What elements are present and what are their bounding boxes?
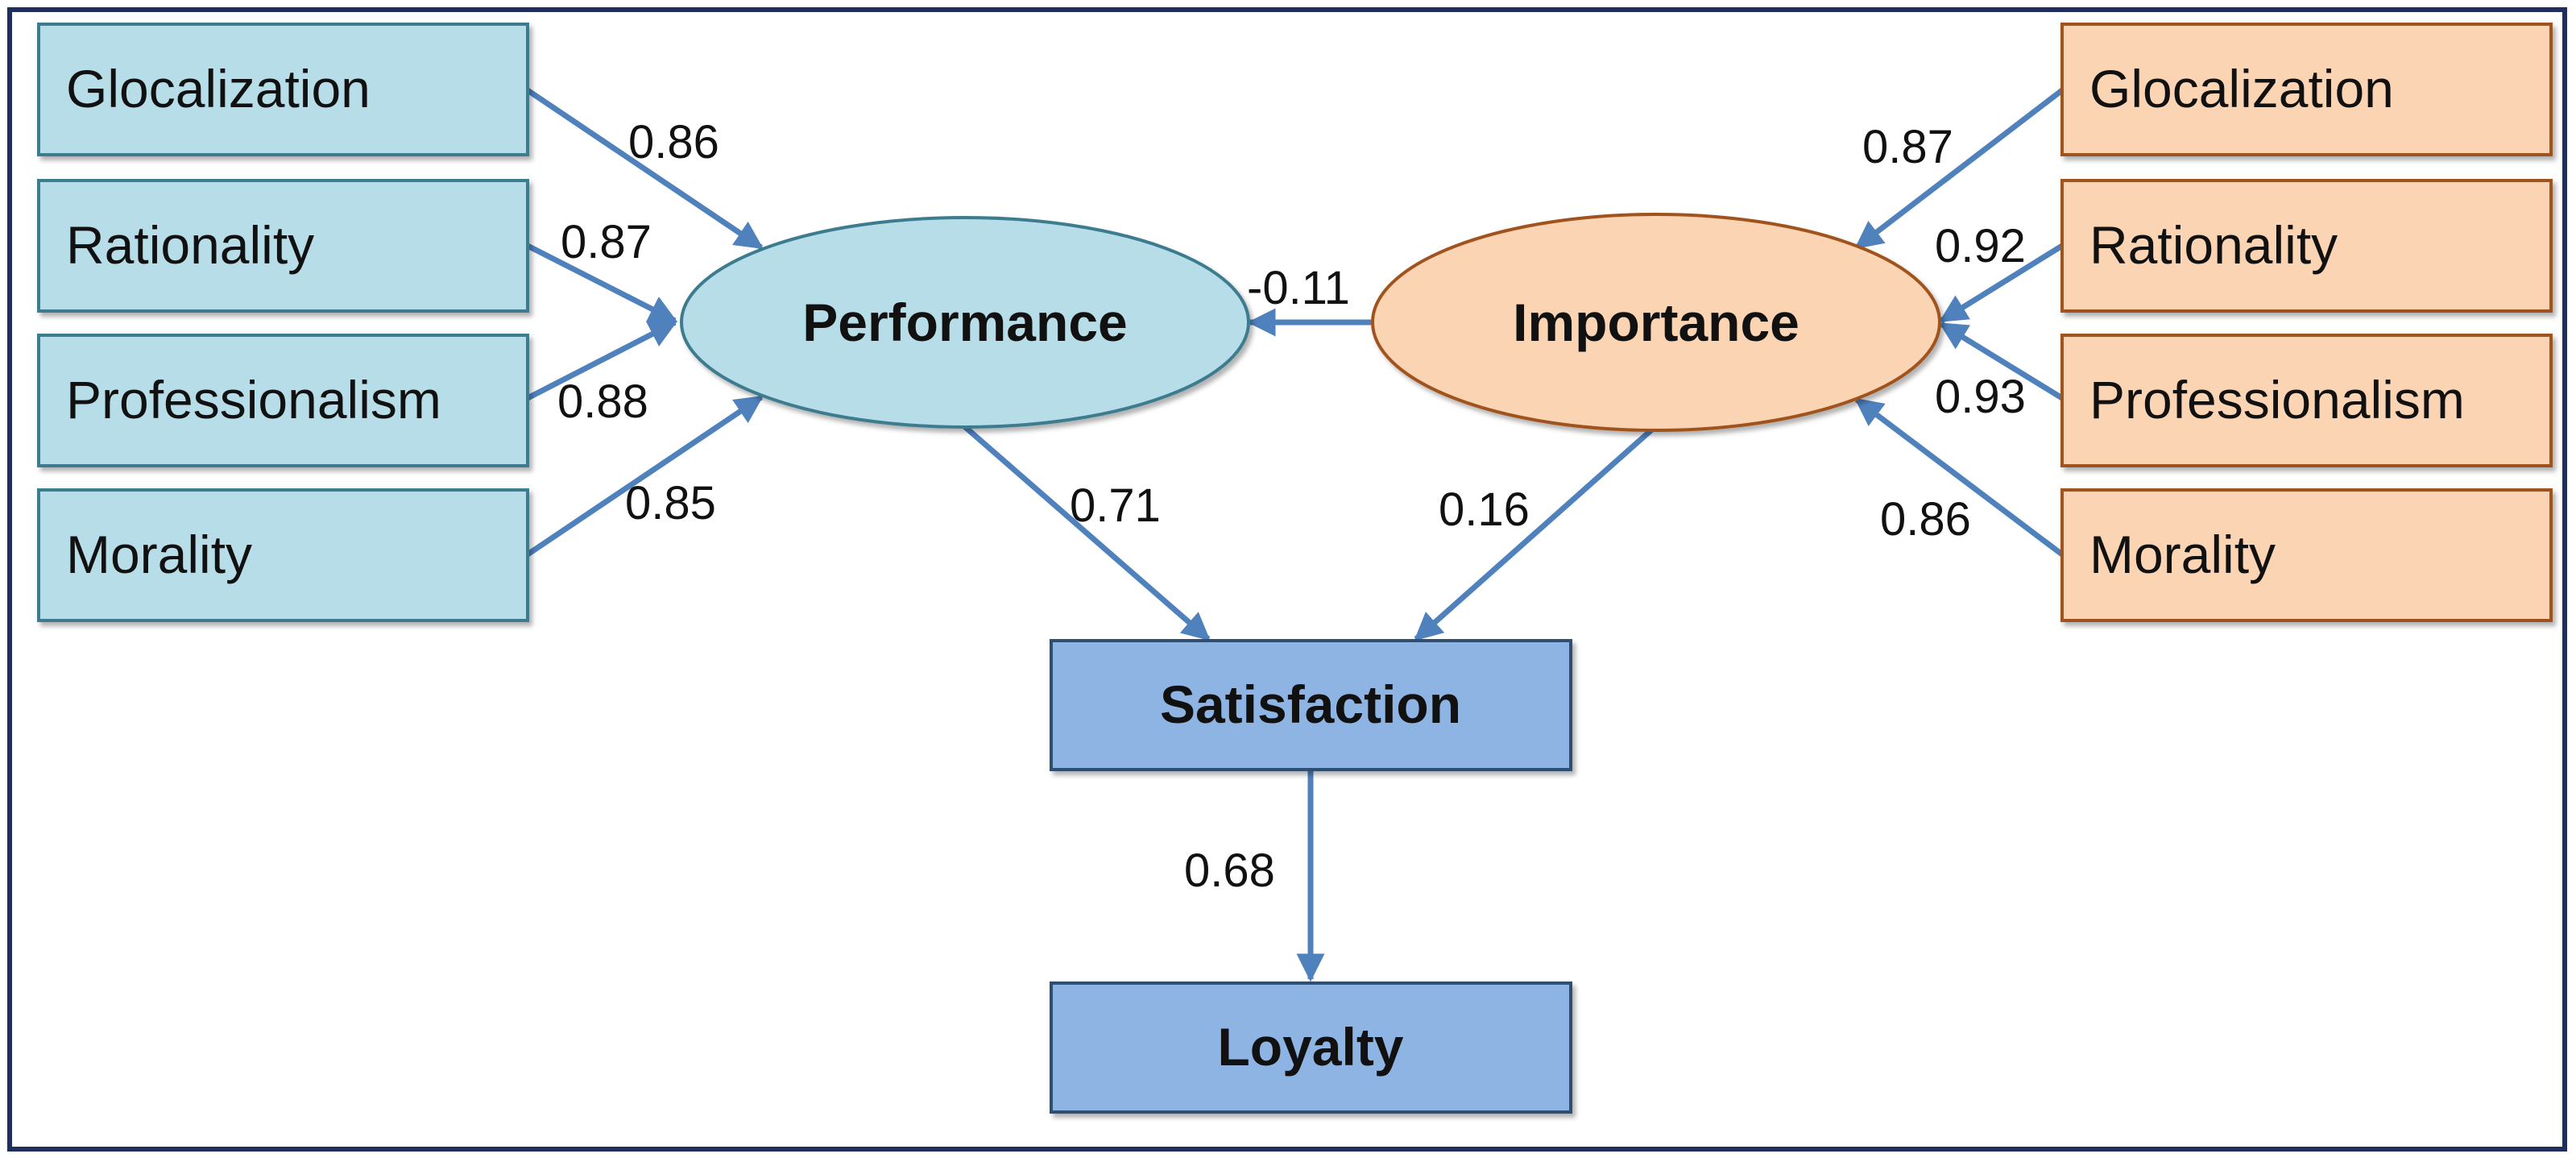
path-arrows <box>526 88 2065 982</box>
arrow-imp-morality <box>1854 397 2065 557</box>
path-importance-satisfaction: 0.16 <box>1439 483 1530 536</box>
loading-imp-rationality: 0.92 <box>1935 220 2026 272</box>
loading-perf-morality: 0.85 <box>625 477 716 529</box>
imp-morality-label: Morality <box>2089 525 2276 584</box>
arrow-imp-rationality <box>1939 243 2064 323</box>
imp-morality-box <box>2060 488 2553 622</box>
arrow-imp-professionalism <box>1939 322 2064 400</box>
perf-morality-label: Morality <box>66 525 252 584</box>
imp-glocalization-label: Glocalization <box>2089 59 2394 118</box>
loyalty-label: Loyalty <box>1217 1017 1403 1077</box>
perf-professionalism-box <box>37 334 529 467</box>
loyalty-box <box>1050 981 1572 1114</box>
perf-rationality-label: Rationality <box>66 215 314 275</box>
perf-rationality-box <box>37 179 529 313</box>
satisfaction-label: Satisfaction <box>1160 674 1461 734</box>
arrow-imp-glocalization <box>1854 88 2065 250</box>
arrow-performance-satisfaction <box>961 423 1211 641</box>
loading-imp-morality: 0.86 <box>1880 493 1971 546</box>
perf-morality-box <box>37 488 529 622</box>
arrow-perf-morality <box>526 395 764 557</box>
imp-glocalization-box <box>2060 23 2553 156</box>
satisfaction-box <box>1050 639 1572 771</box>
performance-indicators: Glocalization Rationality Professionalis… <box>37 23 529 622</box>
performance-ellipse <box>680 216 1250 429</box>
loading-perf-glocalization: 0.86 <box>628 116 719 168</box>
importance-label: Importance <box>1513 293 1799 352</box>
perf-glocalization-label: Glocalization <box>66 59 371 118</box>
loading-perf-professionalism: 0.88 <box>557 376 648 428</box>
path-satisfaction-loyalty: 0.68 <box>1184 845 1275 897</box>
arrow-perf-rationality <box>526 243 678 324</box>
arrow-perf-glocalization <box>526 88 764 250</box>
imp-professionalism-box <box>2060 334 2553 467</box>
performance-label: Performance <box>802 293 1128 352</box>
loading-perf-rationality: 0.87 <box>561 216 652 268</box>
imp-rationality-label: Rationality <box>2089 215 2338 275</box>
imp-rationality-box <box>2060 179 2553 313</box>
perf-glocalization-box <box>37 23 529 156</box>
imp-professionalism-label: Professionalism <box>2089 370 2465 430</box>
arrow-importance-satisfaction <box>1414 426 1655 641</box>
arrow-perf-professionalism <box>526 319 678 401</box>
importance-indicators: Glocalization Rationality Professionalis… <box>2060 23 2553 622</box>
path-performance-satisfaction: 0.71 <box>1070 479 1161 532</box>
importance-ellipse <box>1371 213 1941 432</box>
loading-imp-glocalization: 0.87 <box>1862 121 1953 173</box>
path-importance-performance: -0.11 <box>1247 262 1350 314</box>
loading-imp-professionalism: 0.93 <box>1935 371 2026 423</box>
perf-professionalism-label: Professionalism <box>66 370 441 430</box>
